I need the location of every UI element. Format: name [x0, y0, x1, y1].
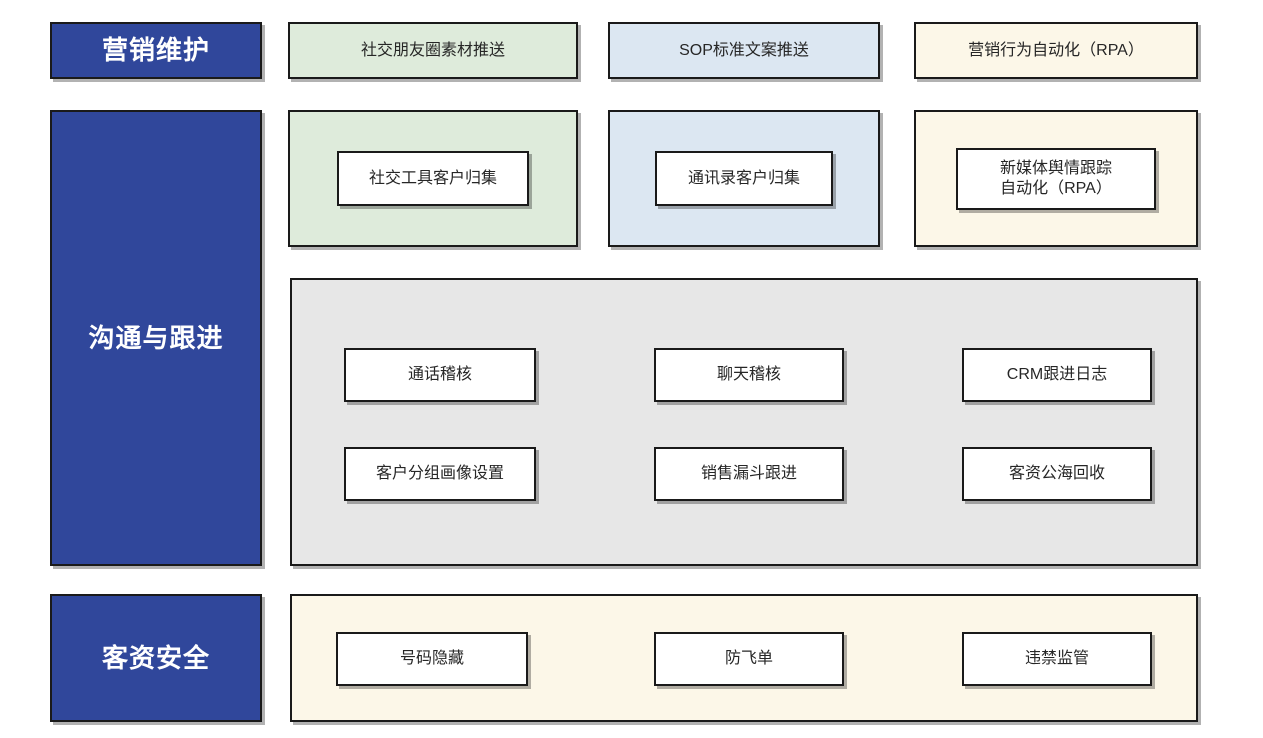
collection-box-media-monitor-label: 新媒体舆情跟踪 自动化（RPA）: [999, 159, 1112, 197]
followup-box-lead-recycle-label: 客资公海回收: [1008, 465, 1105, 482]
marketing-item-rpa-automation[interactable]: 营销行为自动化（RPA）: [914, 22, 1198, 79]
category-tile-security[interactable]: 客资安全: [50, 594, 262, 722]
marketing-item-sop-copy[interactable]: SOP标准文案推送: [608, 22, 880, 79]
collection-box-media-monitor[interactable]: 新媒体舆情跟踪 自动化（RPA）: [956, 147, 1156, 210]
security-box-number-masking-label: 号码隐藏: [399, 650, 464, 667]
followup-box-customer-segmentation-label: 客户分组画像设置: [375, 465, 504, 482]
category-tile-communication[interactable]: 沟通与跟进: [50, 110, 262, 566]
security-box-violation-control-label: 违禁监管: [1024, 650, 1089, 667]
followup-panel[interactable]: 通话稽核 聊天稽核 CRM跟进日志 客户分组画像设置 销售漏斗跟进 客资公海回收: [290, 278, 1198, 566]
followup-box-call-audit-label: 通话稽核: [407, 366, 472, 383]
followup-box-sales-funnel-label: 销售漏斗跟进: [700, 465, 797, 482]
security-box-anti-order-flight-label: 防飞单: [724, 650, 773, 667]
category-tile-marketing[interactable]: 营销维护: [50, 22, 262, 79]
followup-box-call-audit[interactable]: 通话稽核: [344, 348, 536, 402]
collection-panel-contacts-inner: 通讯录客户归集: [610, 112, 878, 245]
followup-box-crm-log[interactable]: CRM跟进日志: [962, 348, 1152, 402]
category-tile-security-label: 客资安全: [101, 642, 210, 673]
collection-panel-media[interactable]: 新媒体舆情跟踪 自动化（RPA）: [914, 110, 1198, 247]
collection-panel-social-inner: 社交工具客户归集: [290, 112, 576, 245]
marketing-item-social-moments[interactable]: 社交朋友圈素材推送: [288, 22, 578, 79]
collection-box-address-book[interactable]: 通讯录客户归集: [655, 151, 833, 206]
collection-box-address-book-label: 通讯录客户归集: [687, 169, 800, 187]
followup-box-chat-audit-label: 聊天稽核: [716, 366, 781, 383]
collection-panel-contacts[interactable]: 通讯录客户归集: [608, 110, 880, 247]
collection-panel-media-inner: 新媒体舆情跟踪 自动化（RPA）: [916, 112, 1196, 245]
followup-box-lead-recycle[interactable]: 客资公海回收: [962, 447, 1152, 501]
category-tile-communication-label: 沟通与跟进: [88, 322, 224, 353]
collection-box-social-tool[interactable]: 社交工具客户归集: [337, 151, 529, 206]
followup-box-crm-log-label: CRM跟进日志: [1006, 366, 1108, 383]
followup-box-chat-audit[interactable]: 聊天稽核: [654, 348, 844, 402]
marketing-item-rpa-automation-label: 营销行为自动化（RPA）: [968, 41, 1144, 59]
security-box-number-masking[interactable]: 号码隐藏: [336, 632, 528, 686]
collection-box-social-tool-label: 社交工具客户归集: [368, 169, 497, 187]
marketing-item-sop-copy-label: SOP标准文案推送: [679, 41, 809, 59]
category-tile-marketing-label: 营销维护: [101, 35, 210, 66]
followup-box-customer-segmentation[interactable]: 客户分组画像设置: [344, 447, 536, 501]
security-box-anti-order-flight[interactable]: 防飞单: [654, 632, 844, 686]
marketing-item-social-moments-label: 社交朋友圈素材推送: [360, 41, 505, 59]
followup-box-sales-funnel[interactable]: 销售漏斗跟进: [654, 447, 844, 501]
security-box-violation-control[interactable]: 违禁监管: [962, 632, 1152, 686]
collection-panel-social[interactable]: 社交工具客户归集: [288, 110, 578, 247]
security-panel[interactable]: 号码隐藏 防飞单 违禁监管: [290, 594, 1198, 722]
